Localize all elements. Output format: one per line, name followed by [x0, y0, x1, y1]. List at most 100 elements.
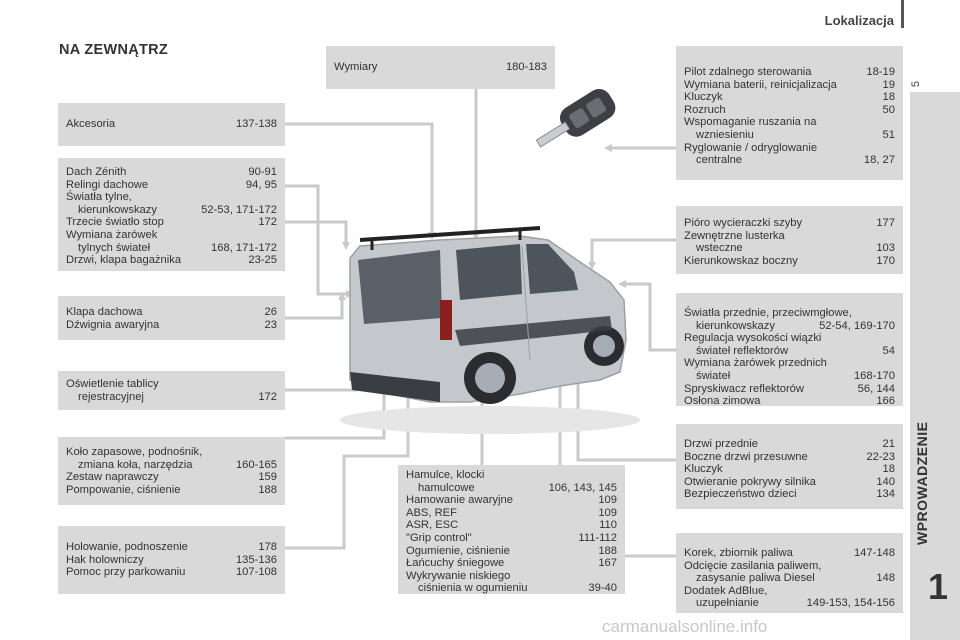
entry-pages: 18-19	[866, 66, 895, 78]
entry-pages: 23	[264, 318, 277, 331]
index-entry: Odcięcie zasilania paliwem,	[684, 560, 895, 573]
entry-pages: 172	[258, 216, 277, 229]
entry-label: świateł reflektorów	[696, 344, 789, 357]
entry-label: ABS, REF	[406, 506, 457, 519]
entry-pages: 21	[882, 438, 895, 450]
chapter-side-tab	[910, 92, 960, 640]
entry-label: centralne	[696, 154, 743, 167]
entry-label: Wymiana baterii, reinicjalizacja	[684, 78, 837, 91]
entry-label: Otwieranie pokrywy silnika	[684, 475, 816, 488]
index-entry: rejestracyjnej 172	[66, 391, 277, 404]
entry-pages: 172	[258, 390, 277, 403]
index-entry: uzupełnianie 149-153, 154-156	[684, 597, 895, 610]
entry-label: zasysanie paliwa Diesel	[696, 572, 815, 585]
entry-label: uzupełnianie	[696, 597, 759, 610]
header-divider	[901, 0, 904, 28]
entry-label: Wymiary	[334, 61, 378, 73]
entry-pages: 111-112	[578, 531, 617, 544]
entry-pages: 160-165	[235, 458, 277, 471]
arrow-klapa	[338, 292, 346, 300]
entry-label: Oświetlenie tablicy	[66, 378, 159, 390]
index-entry: centralne 18, 27	[684, 154, 895, 167]
entry-pages: 107-108	[235, 566, 277, 579]
entry-label: Kluczyk	[684, 463, 723, 476]
entry-label: Klapa dachowa	[66, 306, 143, 318]
entry-label: wzniesieniu	[696, 128, 754, 141]
entry-label: zmiana koła, narzędzia	[78, 458, 193, 471]
connector-klapa	[285, 300, 344, 320]
entry-pages: 50	[882, 103, 895, 116]
entry-pages: 166	[876, 395, 895, 408]
index-entry: Regulacja wysokości wiązki	[684, 332, 895, 345]
entry-label: Wymiana żarówek	[66, 228, 158, 241]
entry-label: Trzecie światło stop	[66, 216, 164, 229]
entry-pages: 39-40	[588, 582, 617, 595]
connector-akcesoria	[285, 122, 434, 232]
entry-pages: 178	[258, 541, 277, 553]
entry-label: Pilot zdalnego sterowania	[684, 66, 812, 78]
entry-pages: 109	[598, 506, 617, 519]
arrow-dach-2	[342, 242, 350, 250]
entry-pages: 51	[882, 128, 895, 141]
entry-label: Odcięcie zasilania paliwem,	[684, 559, 822, 572]
page-header-title: Lokalizacja	[824, 13, 894, 28]
entry-pages: 168, 171-172	[211, 241, 277, 254]
entry-label: rejestracyjnej	[78, 390, 144, 403]
connector-swiatla	[626, 282, 677, 352]
entry-pages: 149-153, 154-156	[806, 597, 895, 610]
entry-label: hamulcowe	[418, 481, 475, 494]
section-title: NA ZEWNĄTRZ	[59, 42, 169, 58]
index-entry: Zewnętrzne lusterka	[684, 230, 895, 243]
entry-label: Regulacja wysokości wiązki	[684, 332, 822, 345]
entry-label: Rozruch	[684, 103, 726, 116]
index-entry: Koło zapasowe, podnośnik,	[66, 446, 277, 459]
entry-pages: 170	[876, 254, 895, 267]
entry-pages: 52-54, 169-170	[819, 319, 895, 332]
entry-label: Korek, zbiornik paliwa	[684, 547, 793, 559]
index-entry: Światła przednie, przeciwmgłowe,	[684, 307, 895, 320]
entry-label: Wspomaganie ruszania na	[684, 116, 817, 129]
index-entry: Wymiana żarówek przednich	[684, 357, 895, 370]
entry-label: kierunkowskazy	[696, 319, 775, 332]
index-entry: Klapa dachowa 26	[66, 306, 277, 319]
entry-pages: 18, 27	[863, 154, 895, 167]
entry-pages: 26	[264, 306, 277, 318]
entry-label: Boczne drzwi przesuwne	[684, 450, 808, 463]
index-entry: "Grip control"111-112	[406, 532, 617, 545]
entry-label: Koło zapasowe, podnośnik,	[66, 446, 203, 458]
connector-dach-2	[285, 220, 348, 242]
entry-label: Zewnętrzne lusterka	[684, 229, 785, 242]
entry-pages: 90-91	[248, 166, 277, 178]
entry-pages: 110	[599, 519, 617, 532]
